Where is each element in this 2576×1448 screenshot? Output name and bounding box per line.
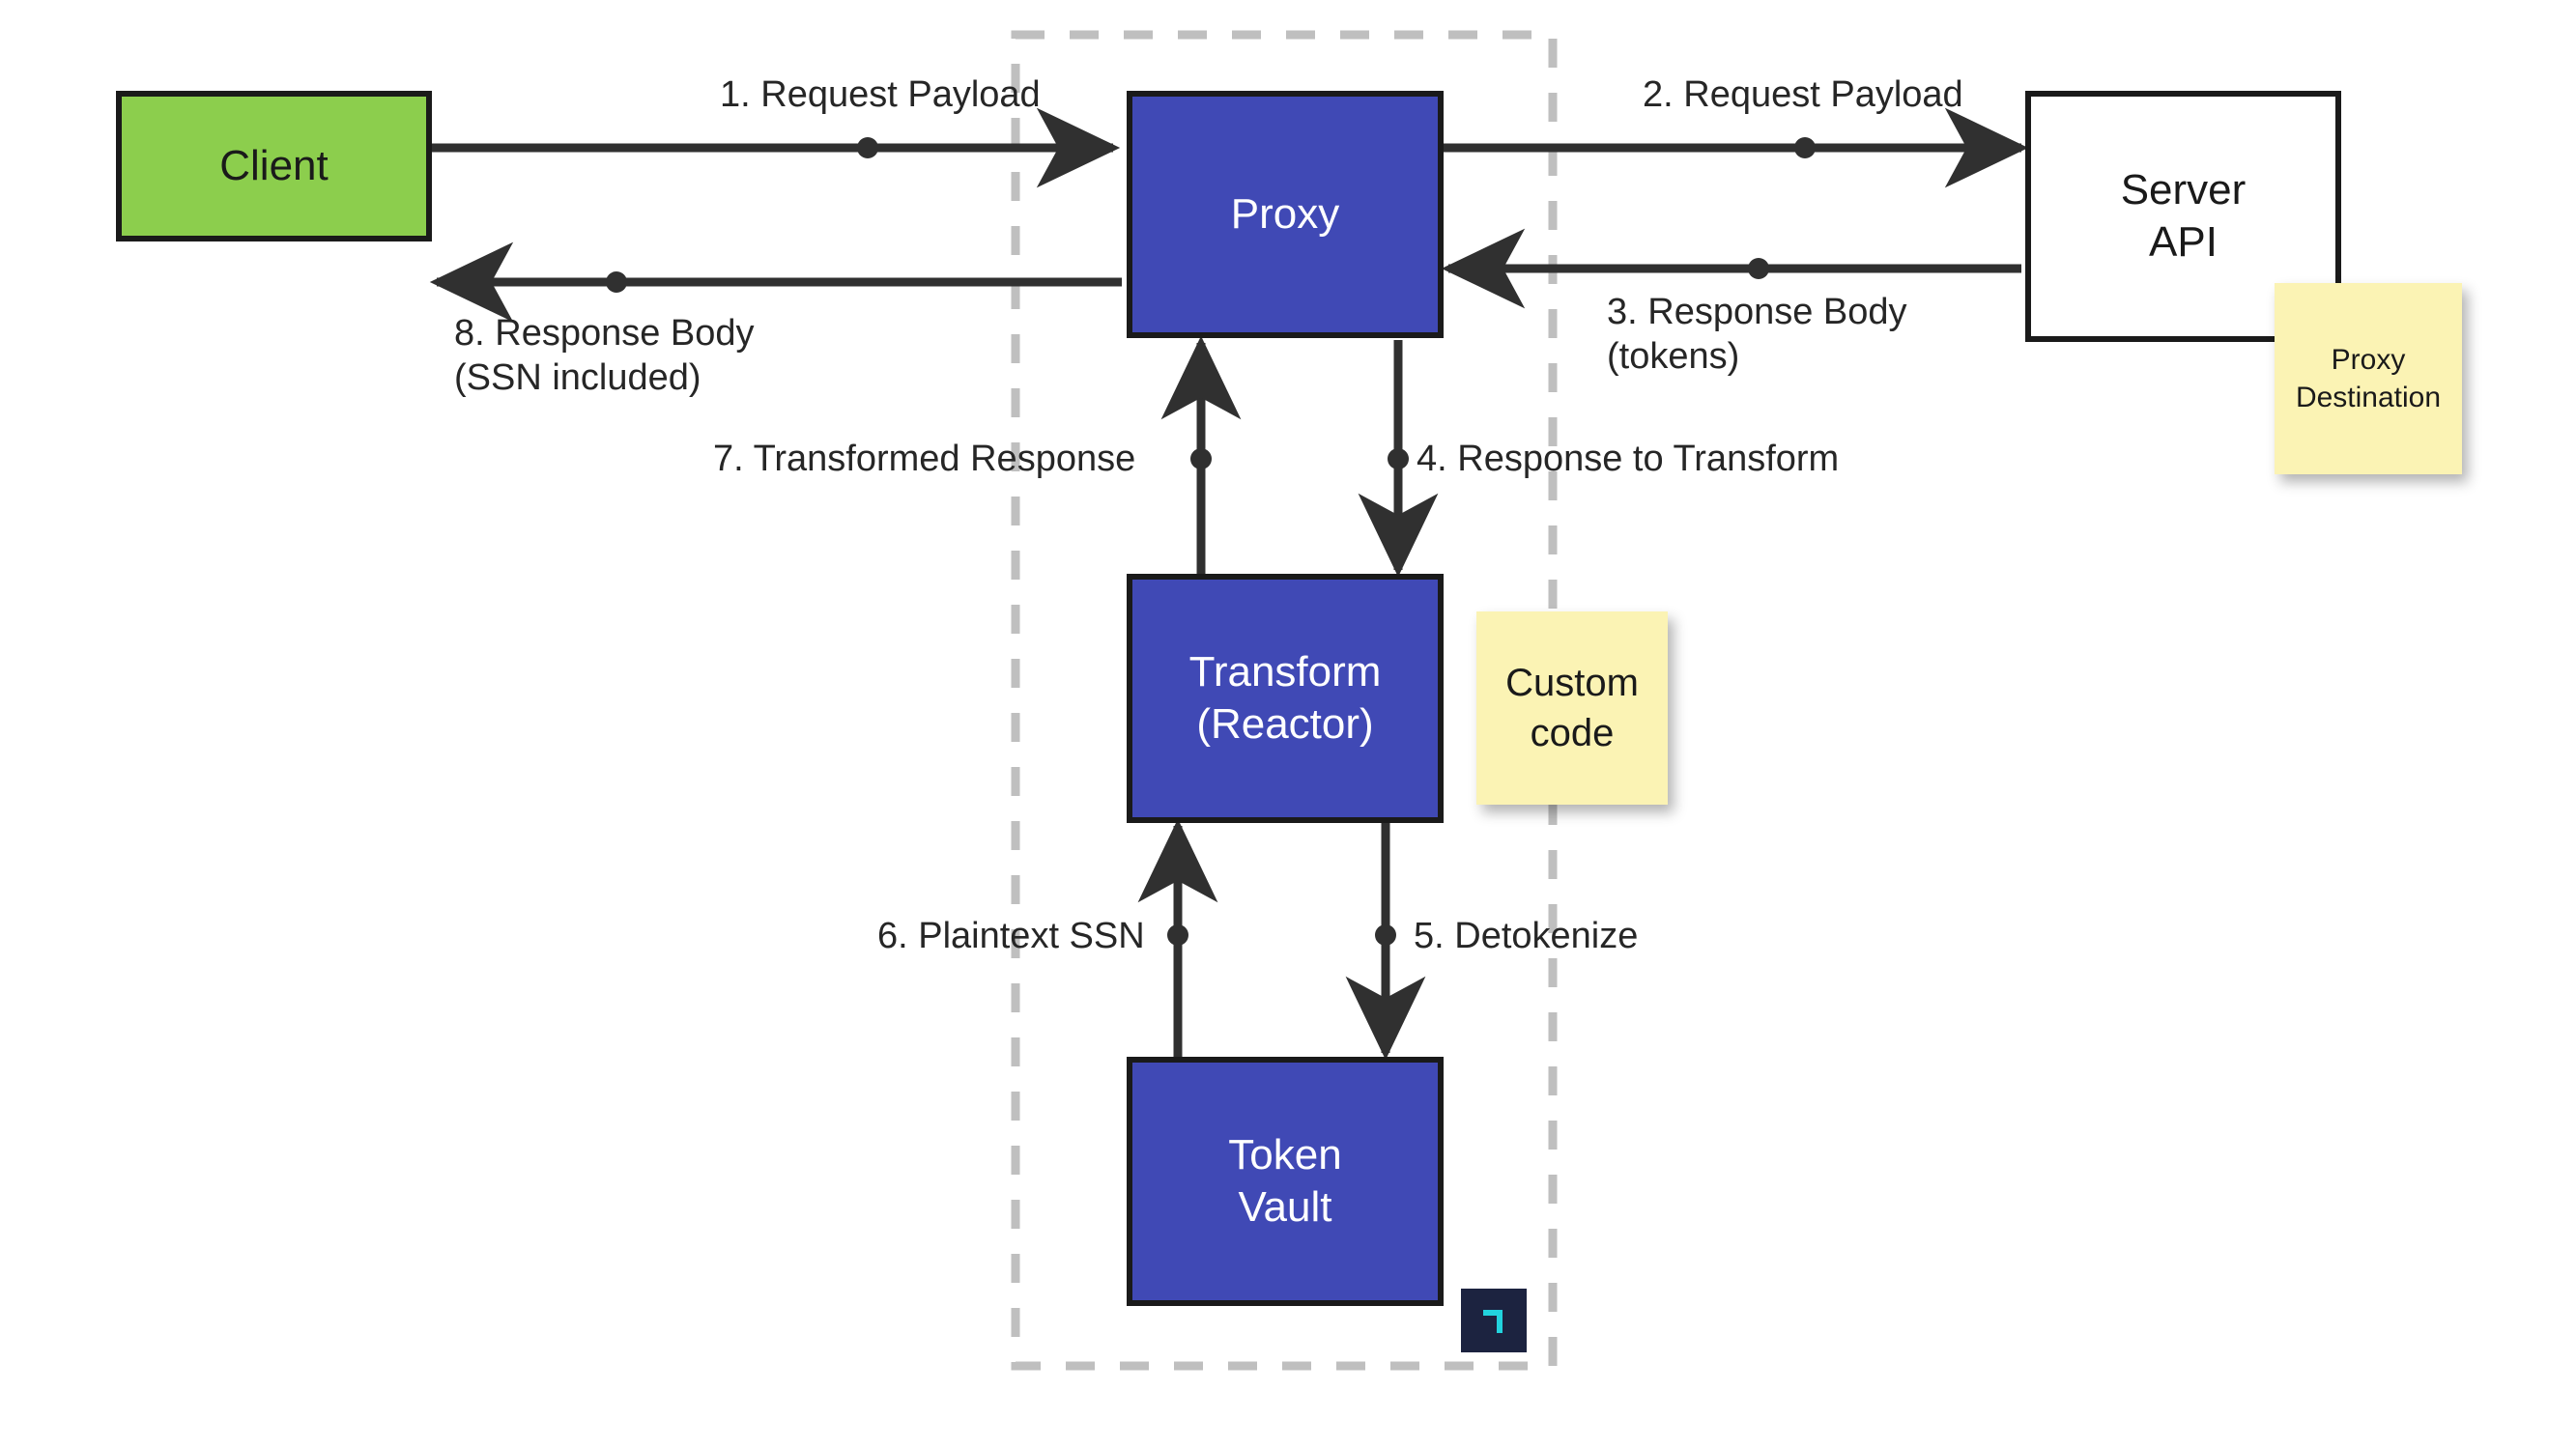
edge-label-6: 6. Plaintext SSN [877, 916, 1145, 956]
hook-logo-glyph-icon [1483, 1310, 1503, 1333]
node-client-label: Client [219, 142, 329, 190]
hook-logo-icon [1461, 1289, 1527, 1352]
edge-2-request-payload [1444, 107, 2029, 188]
node-proxy-label: Proxy [1230, 190, 1340, 239]
edge-label-7: 7. Transformed Response [713, 439, 1136, 479]
node-token-vault-label: Token Vault [1228, 1131, 1342, 1231]
node-server-api-label: Server API [2120, 166, 2247, 266]
edge-6-plaintext-ssn [1137, 818, 1218, 1060]
edge-3-response-body-tokens [1441, 228, 2021, 309]
node-transform-reactor-label: Transform (Reactor) [1188, 648, 1382, 748]
edge-label-1: 1. Request Payload [720, 74, 1041, 115]
edge-8-response-body-ssn [429, 241, 1122, 323]
edge-1-request-payload [432, 107, 1121, 188]
edge-label-5: 5. Detokenize [1414, 916, 1639, 956]
sticky-note-proxy-destination-label: Proxy Destination [2295, 344, 2442, 413]
node-transform-reactor[interactable]: Transform (Reactor) [1127, 574, 1444, 823]
sticky-note-proxy-destination[interactable]: Proxy Destination [2275, 283, 2462, 474]
node-client[interactable]: Client [116, 91, 432, 241]
edge-label-3: 3. Response Body (tokens) [1607, 292, 1907, 378]
edge-label-4: 4. Response to Transform [1417, 439, 1840, 479]
node-proxy[interactable]: Proxy [1127, 91, 1444, 338]
edge-label-2: 2. Request Payload [1643, 74, 1963, 115]
edge-5-detokenize [1345, 823, 1426, 1061]
node-token-vault[interactable]: Token Vault [1127, 1057, 1444, 1306]
edge-label-8: 8. Response Body (SSN included) [454, 313, 755, 399]
sticky-note-custom-code[interactable]: Custom code [1476, 611, 1668, 805]
sticky-note-custom-code-label: Custom code [1505, 662, 1639, 754]
edge-7-transformed-response [1160, 335, 1242, 577]
edge-4-response-to-transform [1358, 340, 1439, 578]
